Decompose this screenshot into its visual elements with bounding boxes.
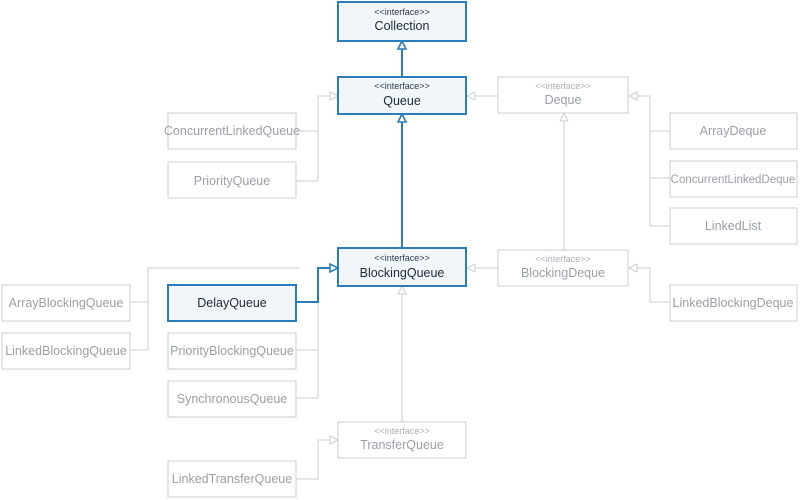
edge-lbd-to-blockingdeque — [636, 267, 670, 303]
class-name: LinkedBlockingQueue — [5, 344, 127, 358]
arrow-head — [396, 112, 408, 123]
class-name: ConcurrentLinkedDeque — [671, 174, 796, 186]
stereotype-label: <<interface>> — [374, 7, 430, 17]
node-blocking-queue[interactable]: <<interface>> BlockingQueue — [337, 247, 467, 287]
edge-delayqueue-to-blockingqueue — [296, 267, 331, 303]
node-collection[interactable]: <<interface>> Collection — [337, 1, 467, 42]
node-queue[interactable]: <<interface>> Queue — [337, 76, 467, 115]
stereotype-label: <<interface>> — [535, 81, 591, 91]
node-delay-queue[interactable]: DelayQueue — [167, 284, 297, 322]
node-linked-blocking-queue[interactable]: LinkedBlockingQueue — [1, 332, 131, 370]
arrow-head — [465, 263, 476, 273]
class-name: PriorityBlockingQueue — [170, 344, 294, 358]
class-name: DelayQueue — [197, 296, 267, 310]
arrow-head — [559, 111, 569, 122]
node-priority-queue[interactable]: PriorityQueue — [167, 161, 297, 199]
stereotype-label: <<interface>> — [374, 81, 430, 91]
edge-abq-lbq-to-blockingqueue — [130, 267, 300, 351]
edge-ltq-to-transferqueue — [296, 439, 331, 480]
class-name: TransferQueue — [360, 438, 444, 452]
class-name: Queue — [383, 94, 421, 108]
class-name: LinkedBlockingDeque — [673, 296, 794, 310]
node-blocking-deque[interactable]: <<interface>> BlockingDeque — [497, 249, 629, 287]
class-name: LinkedTransferQueue — [172, 472, 292, 486]
class-name: ArrayBlockingQueue — [9, 296, 124, 310]
node-array-blocking-queue[interactable]: ArrayBlockingQueue — [1, 284, 131, 322]
class-name: Collection — [375, 19, 430, 33]
stereotype-label: <<interface>> — [374, 253, 430, 263]
node-concurrent-linked-deque[interactable]: ConcurrentLinkedDeque — [669, 160, 798, 198]
node-array-deque[interactable]: ArrayDeque — [669, 112, 798, 150]
node-linked-list[interactable]: LinkedList — [669, 207, 798, 245]
arrow-head — [465, 91, 476, 101]
stereotype-label: <<interface>> — [374, 426, 430, 436]
node-concurrent-linked-queue[interactable]: ConcurrentLinkedQueue — [164, 112, 300, 150]
node-linked-blocking-deque[interactable]: LinkedBlockingDeque — [669, 284, 798, 322]
node-deque[interactable]: <<interface>> Deque — [497, 76, 629, 114]
arrow-head — [329, 91, 340, 101]
class-name: ArrayDeque — [700, 124, 767, 138]
edge-clq-pq-to-queue — [296, 95, 331, 182]
class-name: PriorityQueue — [194, 174, 270, 188]
edge-pbq-sq-to-blockingqueue — [296, 300, 319, 399]
node-priority-blocking-queue[interactable]: PriorityBlockingQueue — [167, 332, 297, 370]
class-name: Deque — [545, 93, 582, 107]
class-name: ConcurrentLinkedQueue — [164, 124, 300, 138]
edge-deque-impls — [636, 95, 670, 227]
class-name: SynchronousQueue — [177, 392, 288, 406]
connectors-muted — [130, 91, 670, 480]
class-name: LinkedList — [705, 219, 762, 233]
node-transfer-queue[interactable]: <<interface>> TransferQueue — [337, 421, 467, 459]
node-synchronous-queue[interactable]: SynchronousQueue — [167, 380, 297, 418]
arrow-head — [396, 39, 408, 50]
arrow-head — [329, 262, 340, 274]
arrow-head — [397, 284, 407, 295]
class-name: BlockingDeque — [521, 266, 605, 280]
arrow-head — [627, 91, 638, 101]
connectors-highlighted — [296, 39, 408, 303]
stereotype-label: <<interface>> — [535, 254, 591, 264]
node-linked-transfer-queue[interactable]: LinkedTransferQueue — [167, 460, 297, 498]
arrow-head — [329, 435, 340, 445]
class-name: BlockingQueue — [360, 266, 445, 280]
arrow-head — [627, 263, 638, 273]
